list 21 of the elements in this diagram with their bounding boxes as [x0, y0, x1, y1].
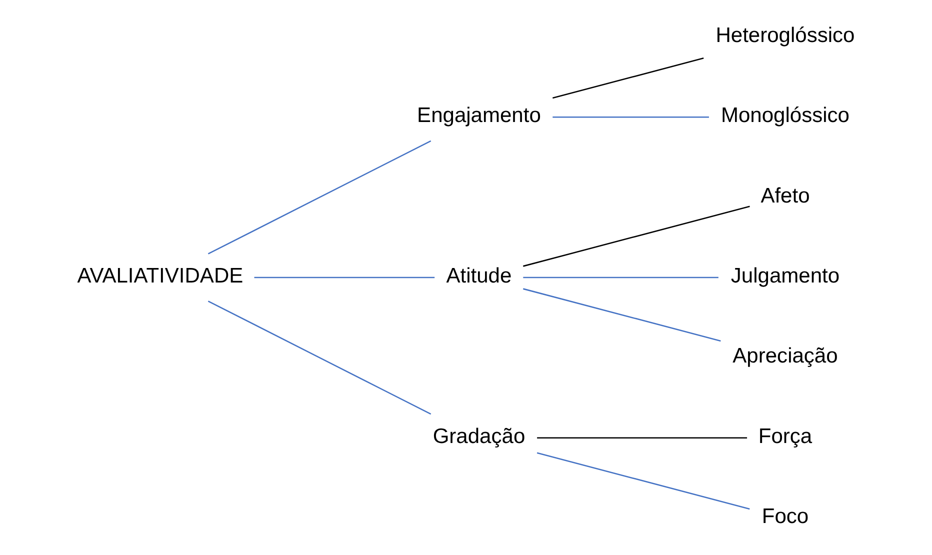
connector	[522, 206, 750, 267]
node-text: AVALIATIVIDADE	[76, 264, 243, 288]
node-text: Força	[758, 424, 812, 448]
connector	[536, 437, 747, 439]
node-text: Gradação	[432, 424, 525, 448]
connector	[536, 452, 750, 510]
node-text: Apreciação	[732, 344, 838, 368]
connector	[522, 276, 718, 278]
node-text: Foco	[761, 505, 808, 528]
connector	[207, 300, 431, 415]
node-text: Atitude	[446, 264, 512, 288]
connector	[254, 276, 434, 278]
node-text: Heteroglóssico	[715, 24, 854, 47]
node-text: Engajamento	[416, 104, 540, 128]
node-text: Monoglóssico	[720, 104, 849, 128]
node-text: Afeto	[760, 184, 810, 208]
connector	[552, 58, 704, 99]
connector	[207, 140, 431, 254]
connector	[552, 116, 708, 118]
connector	[522, 288, 720, 342]
node-text: Julgamento	[730, 264, 840, 288]
